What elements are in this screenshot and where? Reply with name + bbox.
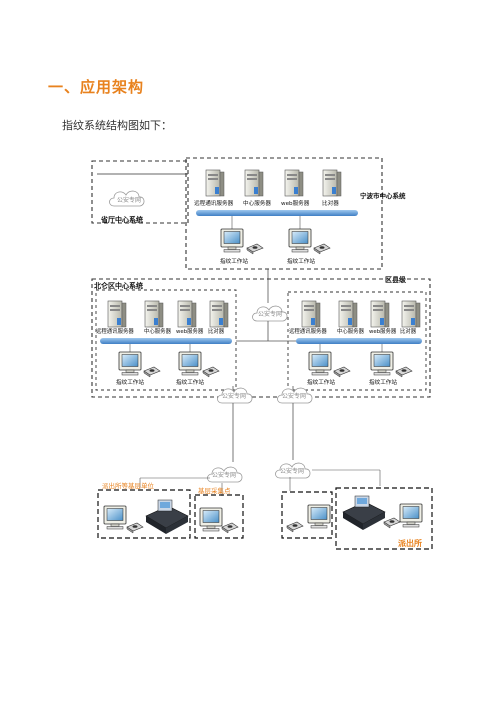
grassroots-unit-label: 派出所等基层单位 <box>102 481 155 490</box>
workstation-monitor-icon <box>118 351 142 376</box>
fingerprint-scanner-icon <box>383 517 401 529</box>
fingerprint-scanner-icon <box>286 521 304 533</box>
workstation-monitor-icon <box>103 505 127 530</box>
server-icon <box>205 169 225 197</box>
fingerprint-scanner-icon <box>126 522 144 534</box>
server-icon <box>338 300 358 328</box>
workstation-label: 指纹工作站 <box>176 378 204 386</box>
workstation-label: 指纹工作站 <box>369 378 397 386</box>
workstation-monitor-icon <box>288 228 312 253</box>
fingerprint-capture-station-icon <box>342 495 386 531</box>
police-station-box <box>335 487 433 550</box>
workstation-monitor-icon <box>308 351 332 376</box>
server-label-web: web服务器 <box>369 327 397 335</box>
district-center-label: 北仑区中心系统 <box>94 281 143 290</box>
network-bus-district-left <box>100 338 232 344</box>
server-label-comm: 远程通讯服务器 <box>289 327 327 335</box>
province-center-label: 省厅中心系统 <box>100 215 143 224</box>
city-center-box <box>185 157 383 270</box>
cloud-label-center: 公安专网 <box>258 310 282 318</box>
server-icon <box>401 300 421 328</box>
server-label-compare: 比对器 <box>208 327 225 335</box>
server-label-comm: 远程通讯服务器 <box>96 327 134 335</box>
server-icon <box>322 169 342 197</box>
section-heading: 一、应用架构 <box>48 78 145 96</box>
fingerprint-capture-station-icon <box>145 499 189 535</box>
server-label-compare: 比对器 <box>400 327 417 335</box>
workstation-label: 指纹工作站 <box>307 378 335 386</box>
server-label-web: web服务器 <box>176 327 204 335</box>
network-bus-city <box>196 210 358 216</box>
server-icon <box>370 300 390 328</box>
server-label-center: 中心服务器 <box>337 327 365 335</box>
fingerprint-scanner-icon <box>143 366 161 378</box>
city-center-label: 宁波市中心系统 <box>360 191 406 200</box>
workstation-monitor-icon <box>178 351 202 376</box>
fingerprint-scanner-icon <box>246 243 264 255</box>
server-label-center: 中心服务器 <box>243 199 271 207</box>
fingerprint-scanner-icon <box>221 522 239 534</box>
workstation-monitor-icon <box>370 351 394 376</box>
intro-text: 指纹系统结构图如下： <box>62 119 172 132</box>
province-center-box <box>91 160 189 224</box>
server-icon <box>177 300 197 328</box>
cloud-label-province: 公安专网 <box>117 196 141 204</box>
server-icon <box>301 300 321 328</box>
server-icon <box>107 300 127 328</box>
fingerprint-scanner-icon <box>395 366 413 378</box>
network-bus-district-right <box>296 338 422 344</box>
workstation-monitor-icon <box>199 507 223 532</box>
server-icon <box>284 169 304 197</box>
server-label-compare: 比对器 <box>322 199 339 207</box>
server-label-web: web服务器 <box>281 199 310 207</box>
county-band-box <box>91 278 431 398</box>
workstation-label: 指纹工作站 <box>116 378 144 386</box>
city-center-label-text: 宁波市中心系统 <box>360 191 406 200</box>
workstation-monitor-icon <box>307 504 331 529</box>
grassroots-unit-box <box>97 489 191 539</box>
cloud-label-right: 公安专网 <box>282 392 306 400</box>
cloud-label-grassroots-left: 公安专网 <box>212 471 236 479</box>
cloud-label-left: 公安专网 <box>222 392 246 400</box>
server-icon <box>244 169 264 197</box>
fingerprint-scanner-icon <box>313 243 331 255</box>
server-icon <box>144 300 164 328</box>
server-label-comm: 远程通讯服务器 <box>194 199 234 207</box>
workstation-label: 指纹工作站 <box>287 257 315 265</box>
cloud-label-grassroots-right: 公安专网 <box>280 467 304 475</box>
server-label-center: 中心服务器 <box>144 327 172 335</box>
workstation-monitor-icon <box>220 228 244 253</box>
server-icon <box>209 300 229 328</box>
grassroots-point-label: 基层采集点 <box>198 486 231 495</box>
fingerprint-scanner-icon <box>333 366 351 378</box>
police-station-label: 派出所 <box>398 538 422 548</box>
workstation-label: 指纹工作站 <box>220 257 248 265</box>
grassroots-point-box <box>194 494 244 539</box>
grassroots-point-box-right <box>281 491 333 539</box>
fingerprint-scanner-icon <box>202 366 220 378</box>
workstation-monitor-icon <box>399 503 423 528</box>
